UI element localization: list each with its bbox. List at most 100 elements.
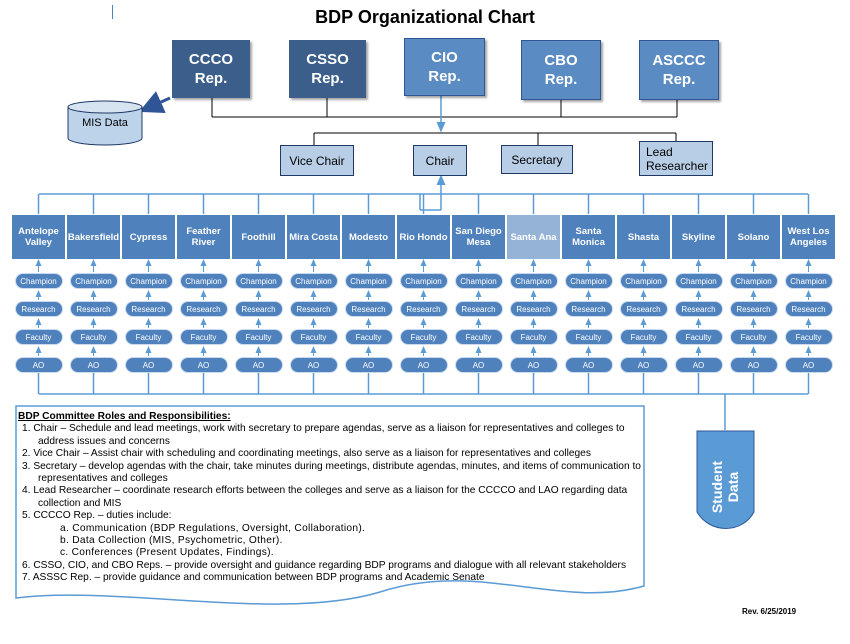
college-box: Solano [727, 214, 780, 259]
rep-box-asccc: ASCCC Rep. [639, 40, 719, 100]
member-role-pill: Research [784, 301, 833, 317]
member-role-pill: Faculty [619, 329, 668, 345]
college-box: Foothill [232, 214, 285, 259]
member-role-pill: Faculty [674, 329, 723, 345]
member-role-pill: Champion [289, 273, 338, 289]
college-box: Feather River [177, 214, 230, 259]
member-role-pill: Faculty [784, 329, 833, 345]
member-role-pill: AO [124, 357, 173, 373]
member-role-pill: AO [619, 357, 668, 373]
member-role-pill: Faculty [729, 329, 778, 345]
lead-researcher-box: Lead Researcher [639, 141, 713, 176]
member-role-pill: Champion [344, 273, 393, 289]
secretary-box: Secretary [501, 145, 573, 174]
college-box: Santa Ana [507, 214, 560, 259]
chair-box: Chair [413, 145, 467, 176]
mis-data-cylinder [67, 100, 143, 146]
college-box: Santa Monica [562, 214, 615, 259]
member-role-pill: Champion [784, 273, 833, 289]
member-role-pill: Faculty [179, 329, 228, 345]
member-role-pill: Champion [234, 273, 283, 289]
college-box: West Los Angeles [782, 214, 835, 259]
rep-box-cbo: CBO Rep. [521, 40, 601, 100]
member-role-pill: AO [179, 357, 228, 373]
member-role-pill: Champion [14, 273, 63, 289]
responsibilities-text: BDP Committee Roles and Responsibilities… [18, 411, 646, 585]
member-role-pill: Research [674, 301, 723, 317]
rep-box-csso: CSSO Rep. [289, 40, 366, 98]
member-role-pill: Research [234, 301, 283, 317]
responsibility-item: 4. Lead Researcher – coordinate research… [22, 485, 628, 509]
responsibilities-heading: BDP Committee Roles and Responsibilities… [18, 411, 231, 422]
member-role-pill: Faculty [289, 329, 338, 345]
member-role-pill: Champion [179, 273, 228, 289]
member-role-pill: Champion [729, 273, 778, 289]
mis-data-label: MIS Data [82, 117, 128, 129]
member-role-pill: Faculty [564, 329, 613, 345]
member-role-pill: AO [509, 357, 558, 373]
member-role-pill: Champion [454, 273, 503, 289]
rep-box-ccco: CCCO Rep. [172, 40, 250, 98]
member-role-pill: Faculty [14, 329, 63, 345]
member-role-pill: AO [69, 357, 118, 373]
member-role-pill: Champion [509, 273, 558, 289]
member-role-pill: Research [619, 301, 668, 317]
member-role-pill: Research [454, 301, 503, 317]
member-role-pill: Research [69, 301, 118, 317]
member-role-pill: Faculty [69, 329, 118, 345]
responsibility-item: 6. CSSO, CIO, and CBO Reps. – provide ov… [22, 559, 627, 571]
student-data-label: Student Data [709, 460, 741, 514]
member-role-pill: AO [399, 357, 448, 373]
member-role-pill: Champion [399, 273, 448, 289]
college-box: Rio Hondo [397, 214, 450, 259]
vice-chair-box: Vice Chair [280, 145, 354, 176]
member-role-pill: Faculty [509, 329, 558, 345]
rep-box-cio: CIO Rep. [404, 38, 485, 96]
member-role-pill: AO [784, 357, 833, 373]
college-box: Bakersfield [67, 214, 120, 259]
member-role-pill: Faculty [344, 329, 393, 345]
member-role-pill: AO [289, 357, 338, 373]
responsibility-item: 5. CCCCO Rep. – duties include: [22, 510, 172, 522]
college-box: Cypress [122, 214, 175, 259]
responsibility-subitem: b. Data Collection (MIS, Psychometric, O… [60, 535, 283, 547]
member-role-pill: Research [399, 301, 448, 317]
college-box: Modesto [342, 214, 395, 259]
member-role-pill: Faculty [399, 329, 448, 345]
member-role-pill: AO [564, 357, 613, 373]
member-role-pill: Faculty [454, 329, 503, 345]
college-box: Shasta [617, 214, 670, 259]
college-box: Antelope Valley [12, 214, 65, 259]
member-role-pill: Champion [124, 273, 173, 289]
member-role-pill: Research [564, 301, 613, 317]
member-role-pill: Research [289, 301, 338, 317]
member-role-pill: Research [344, 301, 393, 317]
member-role-pill: Champion [564, 273, 613, 289]
member-role-pill: AO [729, 357, 778, 373]
member-role-pill: Research [179, 301, 228, 317]
responsibility-item: 1. Chair – Schedule and lead meetings, w… [22, 423, 625, 447]
member-role-pill: Research [14, 301, 63, 317]
responsibility-subitem: c. Conferences (Present Updates, Finding… [60, 547, 274, 559]
member-role-pill: AO [14, 357, 63, 373]
member-role-pill: Faculty [124, 329, 173, 345]
corner-mark [112, 5, 113, 19]
member-role-pill: AO [674, 357, 723, 373]
member-role-pill: Champion [619, 273, 668, 289]
responsibility-item: 2. Vice Chair – Assist chair with schedu… [22, 448, 591, 460]
college-box: San Diego Mesa [452, 214, 505, 259]
member-role-pill: AO [344, 357, 393, 373]
chart-title: BDP Organizational Chart [315, 7, 535, 27]
member-role-pill: AO [454, 357, 503, 373]
responsibility-subitem: a. Communication (BDP Regulations, Overs… [60, 522, 366, 534]
revision-date: Rev. 6/25/2019 [742, 607, 797, 616]
member-role-pill: Champion [674, 273, 723, 289]
member-role-pill: AO [234, 357, 283, 373]
responsibility-item: 3. Secretary – develop agendas with the … [22, 460, 641, 485]
responsibility-item: 7. ASSSC Rep. – provide guidance and com… [22, 572, 485, 584]
college-box: Skyline [672, 214, 725, 259]
member-role-pill: Champion [69, 273, 118, 289]
student-data-shape [696, 430, 755, 529]
